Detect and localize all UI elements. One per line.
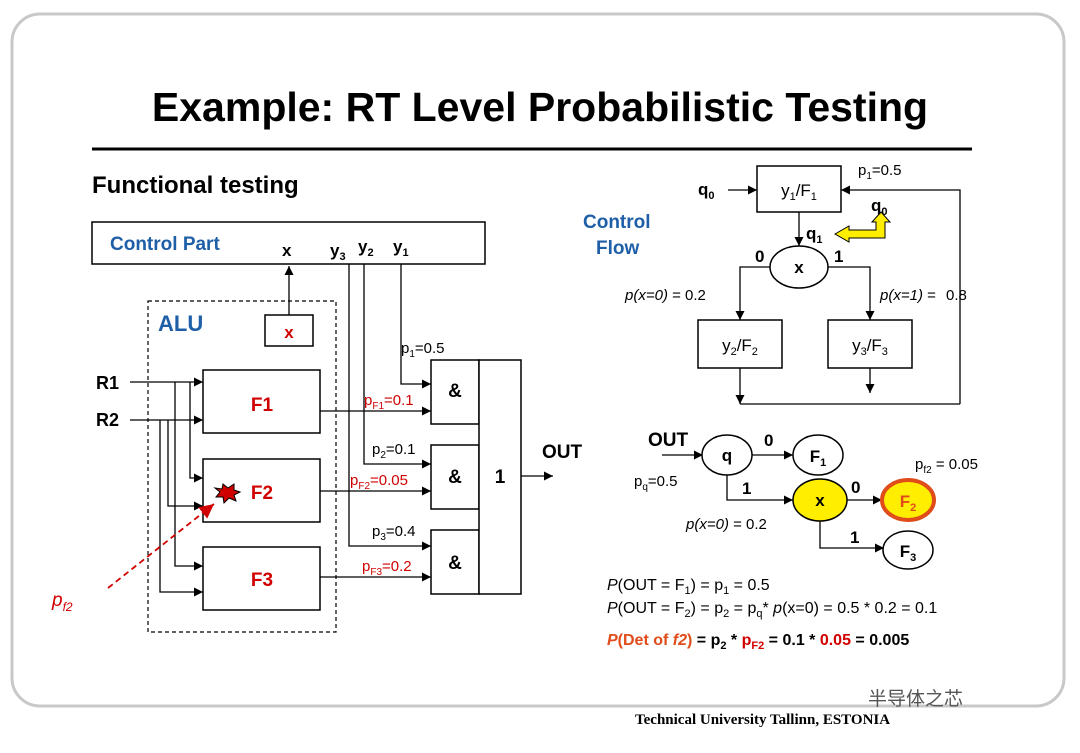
input-r1: R1 (96, 373, 119, 393)
flow-p1-label: p1=0.5 (858, 162, 902, 182)
control-flow-label-line1: Control (583, 212, 651, 233)
state-y2-f2 (697, 319, 783, 369)
pF2-label: pF2=0.05 (350, 472, 408, 492)
p1-label: p1=0.5 (401, 340, 445, 360)
signal-y2: y2 (358, 237, 374, 259)
out-label: OUT (542, 442, 583, 463)
function-f3-label: F3 (251, 570, 273, 591)
pq-label: pq=0.5 (634, 473, 678, 493)
watermark-text: 半导体之芯 (868, 688, 964, 710)
x-register-label: x (284, 323, 294, 342)
branch-1-label: 1 (834, 247, 843, 266)
section-heading: Functional testing (92, 172, 299, 199)
x-to-f3-arrow (819, 521, 884, 553)
graph-node-x-label: x (815, 491, 825, 510)
q-branch-0-label: 0 (764, 431, 773, 450)
state-y3-f3 (827, 319, 913, 369)
footer-text: Technical University Tallinn, ESTONIA (635, 712, 891, 728)
signal-y1: y1 (393, 237, 409, 259)
q0-input-label: q0 (698, 180, 715, 202)
state-y2-f2-label: y2/F2 (722, 336, 758, 358)
formulas: P(OUT = F1) = p1 = 0.5 P(OUT = F2) = p2 … (607, 577, 937, 652)
state-y1-f1-label: y1/F1 (781, 181, 817, 203)
function-f1-label: F1 (251, 395, 274, 416)
control-flow-diagram: Control Flow q0 y1/F1 p1=0.5 q1 q0 x 0 1… (583, 162, 967, 405)
q-branch-1-label: 1 (742, 479, 751, 498)
graph-node-q-label: q (722, 446, 732, 465)
formula-out-f2: P(OUT = F2) = p2 = pq* p(x=0) = 0.5 * 0.… (607, 600, 937, 620)
function-output-wiring (320, 406, 431, 582)
decision-wiring (735, 266, 875, 320)
formula-detection: P(Det of f2) = p2 * pF2 = 0.1 * 0.05 = 0… (607, 632, 909, 652)
alu-label: ALU (158, 311, 203, 336)
px1-label: p(x=1) = 0.8 (879, 287, 967, 304)
graph-node-f3 (882, 530, 934, 570)
control-part-label: Control Part (110, 234, 220, 255)
slide-title: Example: RT Level Probabilistic Testing (152, 84, 928, 130)
graph-node-f2 (880, 478, 936, 522)
function-f2-label: F2 (251, 483, 273, 504)
branch-0-label: 0 (755, 247, 764, 266)
q0-transition-label: q0 (871, 196, 888, 218)
graph-node-f1-label: F1 (810, 447, 827, 469)
and-gate-2-label: & (448, 467, 462, 488)
x-branch-1-label: 1 (850, 528, 859, 547)
control-flow-label-line2: Flow (596, 238, 639, 259)
p3-label: p3=0.4 (372, 523, 416, 543)
and-gate-3 (430, 529, 480, 595)
q-to-x-arrow (726, 475, 793, 505)
control-wiring (348, 264, 431, 551)
x-branch-0-label: 0 (851, 478, 860, 497)
input-wiring (130, 377, 203, 597)
fault-probability-arrow (107, 503, 215, 589)
graph-node-f3-label: F3 (900, 542, 917, 564)
input-r2: R2 (96, 410, 119, 430)
q1-label: q1 (806, 224, 823, 246)
function-f1-block (202, 369, 321, 434)
p2-label: p2=0.1 (372, 441, 416, 461)
pF3-label: pF3=0.2 (362, 558, 412, 578)
function-f3-block (202, 546, 321, 611)
circuit-diagram: Control Part x y3 y2 y1 ALU x R1 R2 F1 F… (51, 221, 583, 633)
fault-probability-label: pf2 (51, 590, 73, 614)
control-part-box (91, 221, 486, 265)
pF1-label: pF1=0.1 (364, 392, 414, 412)
feedback-wiring (735, 185, 961, 405)
graph-node-f1 (792, 434, 844, 476)
px0-label: p(x=0) = 0.2 (624, 287, 706, 304)
formula-out-f1: P(OUT = F1) = p1 = 0.5 (607, 577, 770, 597)
and-gate-1 (430, 359, 480, 425)
signal-y3: y3 (330, 241, 346, 263)
signal-x: x (282, 241, 292, 260)
graph-px0-label: p(x=0) = 0.2 (685, 516, 767, 533)
and-gate-3-label: & (448, 553, 462, 574)
or-gate-label: 1 (495, 467, 506, 488)
q0-transition-arrow-icon (833, 211, 892, 243)
state-y3-f3-label: y3/F3 (852, 336, 888, 358)
decision-x-label: x (794, 258, 804, 277)
or-gate (478, 359, 522, 595)
graph-out-label: OUT (648, 430, 689, 451)
and-gate-1-label: & (448, 381, 462, 402)
probability-graph: OUT q pq=0.5 0 F1 1 x p(x=0) = 0.2 0 F2 … (634, 430, 978, 570)
state-y1-f1 (756, 165, 842, 213)
fault-burst-icon (213, 483, 242, 505)
graph-pf2-label: pf2 = 0.05 (915, 456, 978, 476)
alu-boundary (147, 300, 337, 633)
graph-node-f2-label: F2 (900, 492, 917, 514)
